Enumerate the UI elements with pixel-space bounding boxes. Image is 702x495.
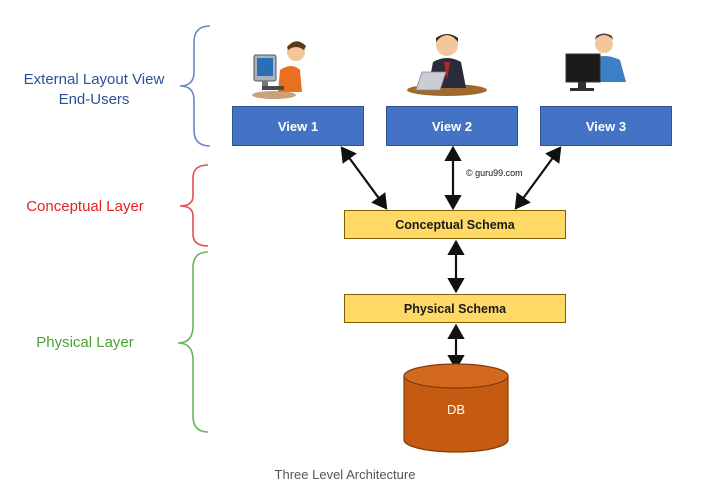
arrow-view1-conceptual — [340, 146, 388, 210]
external-brace — [179, 25, 211, 147]
view-3-box: View 3 — [540, 106, 672, 146]
end-users-label: End-Users — [58, 91, 130, 108]
external-layer-label: External Layout View End-Users — [10, 70, 178, 110]
user-at-monitor-icon — [565, 33, 626, 91]
physical-brace — [177, 251, 209, 433]
view-1-box: View 1 — [232, 106, 364, 146]
physical-schema-box: Physical Schema — [344, 294, 566, 323]
user-at-laptop-icon — [407, 34, 487, 96]
view-2-box: View 2 — [386, 106, 518, 146]
db-label: DB — [446, 402, 466, 417]
conceptual-layer-label: Conceptual Layer — [26, 198, 144, 215]
physical-layer-label: Physical Layer — [36, 334, 134, 351]
arrow-view3-conceptual — [514, 146, 562, 210]
watermark: © guru99.com — [466, 168, 523, 178]
external-layer-title: External Layout View — [23, 71, 165, 88]
conceptual-brace — [179, 164, 209, 247]
db-cylinder-icon — [403, 363, 509, 453]
conceptual-schema-box: Conceptual Schema — [344, 210, 566, 239]
user-at-desktop-icon — [252, 41, 306, 99]
figure-caption: Three Level Architecture — [274, 467, 416, 482]
